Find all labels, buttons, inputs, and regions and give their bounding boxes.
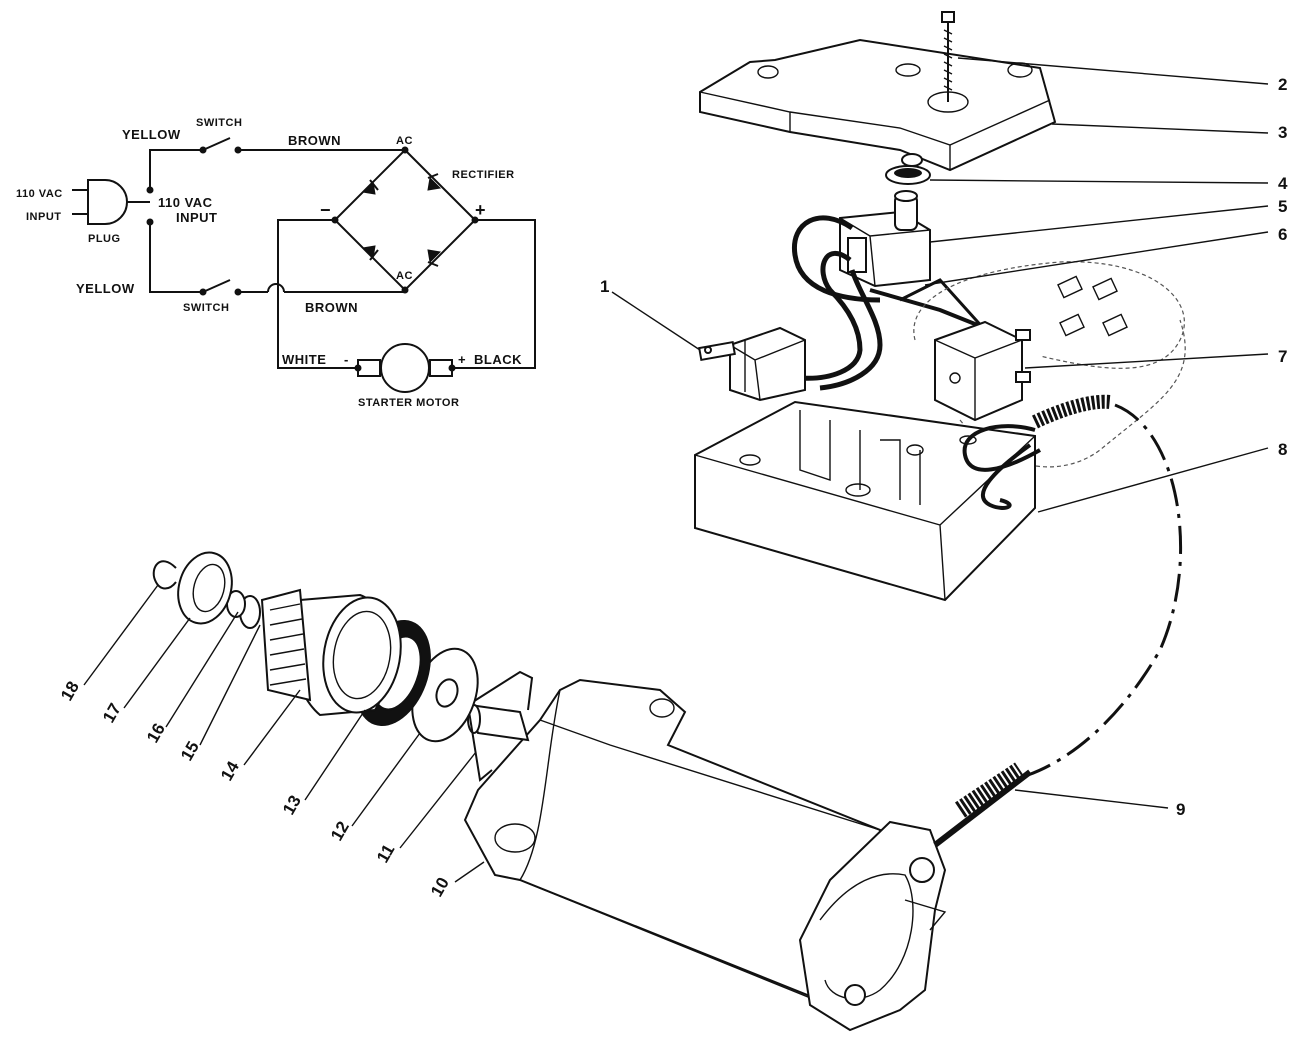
switch-box-cover <box>699 38 1057 172</box>
label-110vac-center: 110 VAC <box>158 195 213 210</box>
starter-motor-assembly <box>152 551 1032 1032</box>
starter-motor-symbol <box>380 343 430 393</box>
label-black: BLACK <box>474 352 522 367</box>
label-yellow-top: YELLOW <box>122 127 181 142</box>
cup-washer <box>177 551 233 625</box>
screw <box>941 11 955 102</box>
strain-relief-spring-bottom <box>933 762 1032 848</box>
diode-symbols <box>361 173 442 267</box>
lock-nut <box>885 153 931 185</box>
label-plug: PLUG <box>88 233 121 245</box>
label-switch-top: SWITCH <box>196 117 242 129</box>
part-number-15: 15 <box>177 738 203 764</box>
label-brown-bottom: BROWN <box>305 300 358 315</box>
label-minus: − <box>320 200 331 220</box>
part-number-9: 9 <box>1176 800 1185 819</box>
part-number-5: 5 <box>1278 197 1287 216</box>
part-number-12: 12 <box>327 818 353 844</box>
label-white: WHITE <box>282 352 326 367</box>
part-number-7: 7 <box>1278 347 1287 366</box>
push-switch <box>839 190 931 288</box>
part-number-18: 18 <box>57 678 83 704</box>
drive-pinion <box>260 588 402 717</box>
label-plus: + <box>475 200 486 220</box>
part-number-4: 4 <box>1278 174 1288 193</box>
label-brown-top: BROWN <box>288 133 341 148</box>
motor-shaft <box>467 703 530 742</box>
wiring-schematic: YELLOW SWITCH BROWN AC RECTIFIER 110 VAC… <box>16 117 536 409</box>
label-ac-top: AC <box>396 135 413 147</box>
strain-relief-spring-top <box>962 394 1111 510</box>
part-number-16: 16 <box>143 720 169 746</box>
cord-routing-path <box>1027 403 1183 777</box>
label-rectifier: RECTIFIER <box>452 169 515 181</box>
bridge-rectifier-block <box>934 320 1031 422</box>
part-number-8: 8 <box>1278 440 1287 459</box>
label-input-left: INPUT <box>26 211 62 223</box>
part-number-17: 17 <box>99 700 125 726</box>
part-number-6: 6 <box>1278 225 1287 244</box>
motor-end-cap <box>798 820 947 1032</box>
label-ac-bottom: AC <box>396 270 413 282</box>
label-starter-motor: STARTER MOTOR <box>358 397 459 409</box>
part-number-10: 10 <box>427 874 453 900</box>
label-motor-plus: + <box>458 352 466 367</box>
part-number-1: 1 <box>600 277 609 296</box>
leader-lines <box>83 57 1269 883</box>
part-number-2: 2 <box>1278 75 1287 94</box>
top-switch-symbol <box>202 137 231 151</box>
label-switch-bottom: SWITCH <box>183 302 229 314</box>
label-input-center: INPUT <box>176 210 218 225</box>
terminal-detail-outline <box>913 261 1186 468</box>
motor-housing <box>463 678 892 1011</box>
bottom-switch-symbol <box>202 279 231 293</box>
switch-box-assembly <box>694 11 1186 777</box>
harness-wires <box>791 215 991 391</box>
retaining-clip <box>467 670 534 782</box>
label-110vac-left: 110 VAC <box>16 188 63 200</box>
part-number-3: 3 <box>1278 123 1287 142</box>
label-motor-minus: - <box>344 352 349 367</box>
part-number-14: 14 <box>217 758 243 784</box>
snap-ring <box>152 560 177 590</box>
part-number-11: 11 <box>373 841 398 866</box>
power-plug <box>698 326 806 402</box>
part-number-13: 13 <box>279 792 305 818</box>
label-yellow-bottom: YELLOW <box>76 281 135 296</box>
plug-symbol <box>87 179 128 225</box>
